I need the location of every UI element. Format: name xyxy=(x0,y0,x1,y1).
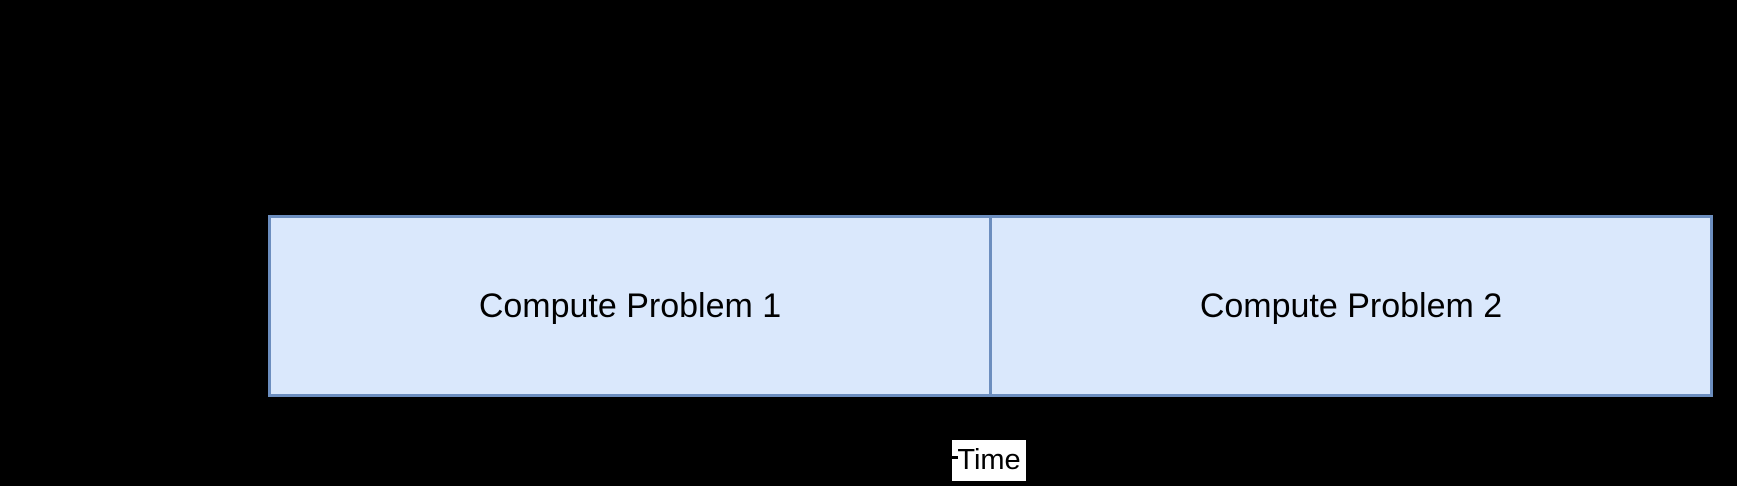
compute-problem-1-box: Compute Problem 1 xyxy=(271,218,992,394)
time-axis-label-text: Time xyxy=(957,444,1021,476)
compute-problem-1-label: Compute Problem 1 xyxy=(478,287,782,325)
compute-problem-2-box: Compute Problem 2 xyxy=(992,218,1710,394)
compute-timeline-bar: Compute Problem 1 Compute Problem 2 xyxy=(268,215,1713,397)
time-axis-label: Time xyxy=(952,440,1026,481)
time-axis-line-dash-icon xyxy=(949,456,958,459)
compute-problem-2-label: Compute Problem 2 xyxy=(1199,287,1503,325)
